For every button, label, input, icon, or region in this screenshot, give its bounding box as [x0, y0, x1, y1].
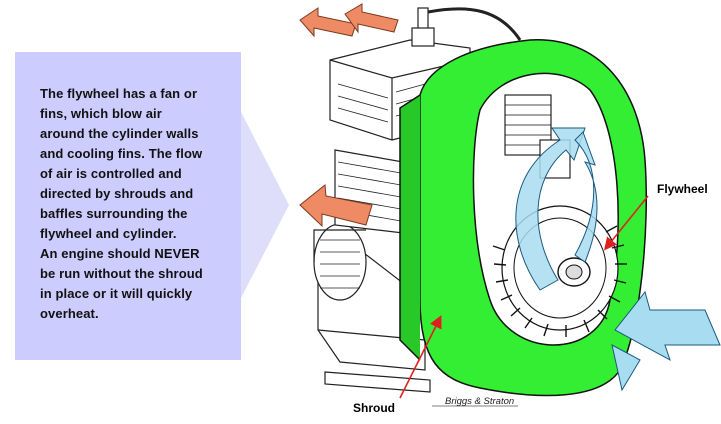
- text-callout-box: [15, 52, 241, 360]
- callout-line: flywheel and cylinder.: [40, 226, 177, 241]
- callout-line: be run without the shroud: [40, 266, 203, 281]
- callout-line: fins, which blow air: [40, 106, 162, 121]
- shroud-pointer: [399, 315, 442, 399]
- engine-cooling-diagram: [299, 3, 721, 407]
- callout-line: around the cylinder walls: [40, 126, 199, 141]
- callout-line: of air is controlled and: [40, 166, 182, 181]
- callout-arrow: [241, 112, 289, 298]
- callout-line: An engine should NEVER: [40, 246, 200, 261]
- callout-line: and cooling fins. The flow: [40, 146, 203, 161]
- callout-line: overheat.: [40, 306, 99, 321]
- callout-line: in place or it will quickly: [40, 286, 193, 301]
- hot-air-arrows: [299, 3, 399, 228]
- callout-text: The flywheel has a fan or fins, which bl…: [40, 84, 245, 324]
- shroud-side-panel: [399, 94, 421, 361]
- callout-line: baffles surrounding the: [40, 206, 188, 221]
- cool-air-arrows: [515, 127, 721, 392]
- source-credit: Briggs & Straton: [445, 396, 515, 407]
- flywheel-pointer: [603, 195, 649, 251]
- callout-line: directed by shrouds and: [40, 186, 194, 201]
- callout-line: The flywheel has a fan or: [40, 86, 198, 101]
- flywheel-label: Flywheel: [657, 182, 708, 196]
- shroud-label: Shroud: [353, 401, 395, 415]
